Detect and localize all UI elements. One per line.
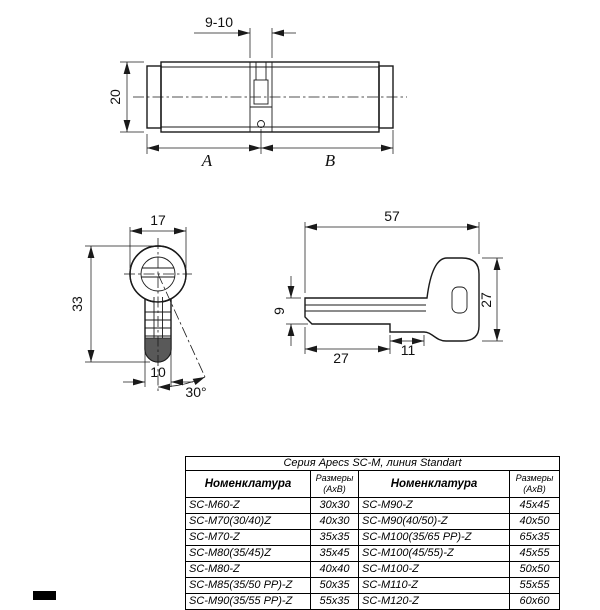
size-table: Серия Apecs SC-M, линия Standart Номенкл… bbox=[184, 456, 561, 610]
dim-b-label: B bbox=[325, 151, 336, 170]
size-cell: 35x45 bbox=[310, 545, 359, 562]
nomenclature-cell: SC-M60-Z bbox=[185, 497, 311, 514]
key-outline bbox=[304, 257, 480, 342]
dim-foot-width: 10 bbox=[123, 352, 193, 387]
size-cell: 35x35 bbox=[310, 529, 359, 546]
dim-head-width: 17 bbox=[129, 212, 187, 268]
nomenclature-cell: SC-M100(45/55)-Z bbox=[358, 545, 510, 562]
table-title-row: Серия Apecs SC-M, линия Standart bbox=[184, 456, 561, 471]
table-row: SC-M70-Z 35x35 SC-M100(35/65 PP)-Z 65x35 bbox=[185, 529, 561, 546]
table-row: SC-M80-Z 40x40 SC-M100-Z 50x50 bbox=[185, 561, 561, 578]
dim-body-height: 20 bbox=[107, 61, 144, 133]
dim-key-angle: 30° bbox=[157, 376, 207, 400]
size-table-grid: Серия Apecs SC-M, линия Standart Номенкл… bbox=[184, 456, 561, 610]
dim-cam-width-label: 9-10 bbox=[205, 14, 233, 30]
key-side-view: 57 9 27 11 27 bbox=[271, 208, 503, 366]
dim-foot-width-label: 10 bbox=[150, 364, 166, 380]
nomenclature-cell: SC-M70-Z bbox=[185, 529, 311, 546]
corner-mark bbox=[33, 591, 56, 600]
size-cell: 40x50 bbox=[508, 513, 561, 530]
size-cell: 40x40 bbox=[310, 561, 359, 578]
table-row: SC-M90(35/55 PP)-Z 55x35 SC-M120-Z 60x60 bbox=[185, 593, 561, 610]
nomenclature-cell: SC-M110-Z bbox=[358, 577, 510, 594]
size-cell: 45x45 bbox=[508, 497, 561, 514]
key-bow-hole bbox=[451, 286, 468, 314]
header-sizes-right: Размеры (АхВ) bbox=[508, 470, 561, 498]
header-sizes-line2: (АхВ) bbox=[323, 484, 346, 494]
table-row: SC-M60-Z 30x30 SC-M90-Z 45x45 bbox=[185, 497, 561, 514]
nomenclature-cell: SC-M80(35/45)Z bbox=[185, 545, 311, 562]
dim-cam-width: 9-10 bbox=[194, 14, 296, 58]
nomenclature-cell: SC-M90-Z bbox=[358, 497, 510, 514]
dim-blade-length-label: 27 bbox=[333, 350, 349, 366]
size-cell: 30x30 bbox=[310, 497, 359, 514]
header-sizes-line2: (АхВ) bbox=[523, 484, 546, 494]
dim-bow-height: 27 bbox=[478, 257, 503, 342]
dim-a-b: A B bbox=[146, 129, 394, 170]
dim-head-width-label: 17 bbox=[150, 212, 166, 228]
nomenclature-cell: SC-M100-Z bbox=[358, 561, 510, 578]
dim-profile-height: 33 bbox=[69, 245, 152, 363]
size-cell: 40x30 bbox=[310, 513, 359, 530]
header-nomenclature-right: Номенклатура bbox=[358, 470, 510, 498]
header-sizes-line1: Размеры bbox=[515, 473, 554, 483]
table-header-row: Номенклатура Размеры (АхВ) Номенклатура … bbox=[185, 470, 561, 498]
size-cell: 65x35 bbox=[508, 529, 561, 546]
dim-blade-height-label: 9 bbox=[271, 307, 287, 315]
technical-drawing: 9-10 20 A B bbox=[69, 14, 503, 400]
nomenclature-cell: SC-M120-Z bbox=[358, 593, 510, 610]
dim-key-angle-label: 30° bbox=[185, 384, 206, 400]
size-cell: 55x55 bbox=[508, 577, 561, 594]
header-sizes-left: Размеры (АхВ) bbox=[310, 470, 359, 498]
fixing-screw-hole bbox=[257, 120, 265, 128]
cylinder-front-view: 9-10 20 A B bbox=[107, 14, 407, 170]
dim-blade-length: 27 bbox=[304, 327, 391, 366]
nomenclature-cell: SC-M85(35/50 PP)-Z bbox=[185, 577, 311, 594]
dim-shoulder-length-label: 11 bbox=[401, 342, 416, 358]
size-cell: 55x35 bbox=[310, 593, 359, 610]
nomenclature-cell: SC-M70(30/40)Z bbox=[185, 513, 311, 530]
size-cell: 50x50 bbox=[508, 561, 561, 578]
table-row: SC-M85(35/50 PP)-Z 50x35 SC-M110-Z 55x55 bbox=[185, 577, 561, 594]
dim-blade-height: 9 bbox=[271, 276, 308, 346]
nomenclature-cell: SC-M100(35/65 PP)-Z bbox=[358, 529, 510, 546]
nomenclature-cell: SC-M90(40/50)-Z bbox=[358, 513, 510, 530]
nomenclature-cell: SC-M80-Z bbox=[185, 561, 311, 578]
dim-body-height-label: 20 bbox=[107, 89, 123, 105]
cylinder-profile-view: 17 33 10 30° bbox=[69, 212, 207, 400]
dim-profile-height-label: 33 bbox=[69, 296, 85, 312]
dim-key-length-label: 57 bbox=[384, 208, 400, 224]
table-row: SC-M70(30/40)Z 40x30 SC-M90(40/50)-Z 40x… bbox=[185, 513, 561, 530]
nomenclature-cell: SC-M90(35/55 PP)-Z bbox=[185, 593, 311, 610]
header-sizes-line1: Размеры bbox=[315, 473, 354, 483]
size-cell: 45x55 bbox=[508, 545, 561, 562]
header-nomenclature-left: Номенклатура bbox=[185, 470, 311, 498]
dim-key-length: 57 bbox=[304, 208, 480, 293]
table-title: Серия Apecs SC-M, линия Standart bbox=[184, 456, 561, 471]
dim-bow-height-label: 27 bbox=[478, 292, 494, 308]
table-row: SC-M80(35/45)Z 35x45 SC-M100(45/55)-Z 45… bbox=[185, 545, 561, 562]
dim-a-label: A bbox=[201, 151, 213, 170]
dim-shoulder-length: 11 bbox=[390, 335, 425, 358]
size-cell: 50x35 bbox=[310, 577, 359, 594]
key-rotation-axis bbox=[157, 273, 206, 378]
size-cell: 60x60 bbox=[508, 593, 561, 610]
